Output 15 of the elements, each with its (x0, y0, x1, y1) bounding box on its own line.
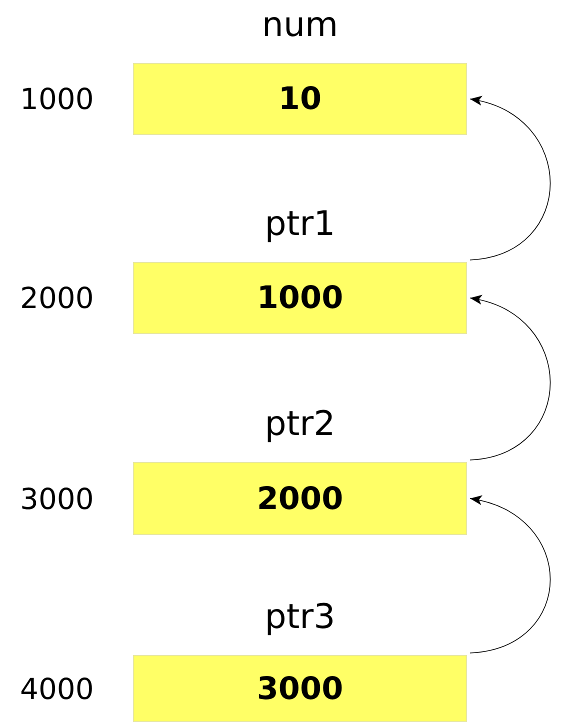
variable-name: num (260, 5, 340, 45)
arrow (470, 296, 551, 460)
variable-name: ptr3 (264, 597, 336, 637)
memory-cell: 10 (133, 63, 467, 135)
memory-address: 2000 (20, 281, 94, 315)
memory-cell: 2000 (133, 462, 467, 535)
memory-address: 3000 (20, 482, 94, 516)
variable-name: ptr1 (264, 204, 336, 244)
arrow (470, 496, 551, 654)
memory-address: 1000 (20, 82, 94, 116)
arrow (470, 97, 551, 260)
variable-name: ptr2 (264, 404, 336, 444)
memory-address: 4000 (20, 672, 94, 706)
memory-cell: 1000 (133, 262, 467, 334)
memory-cell: 3000 (133, 655, 467, 722)
